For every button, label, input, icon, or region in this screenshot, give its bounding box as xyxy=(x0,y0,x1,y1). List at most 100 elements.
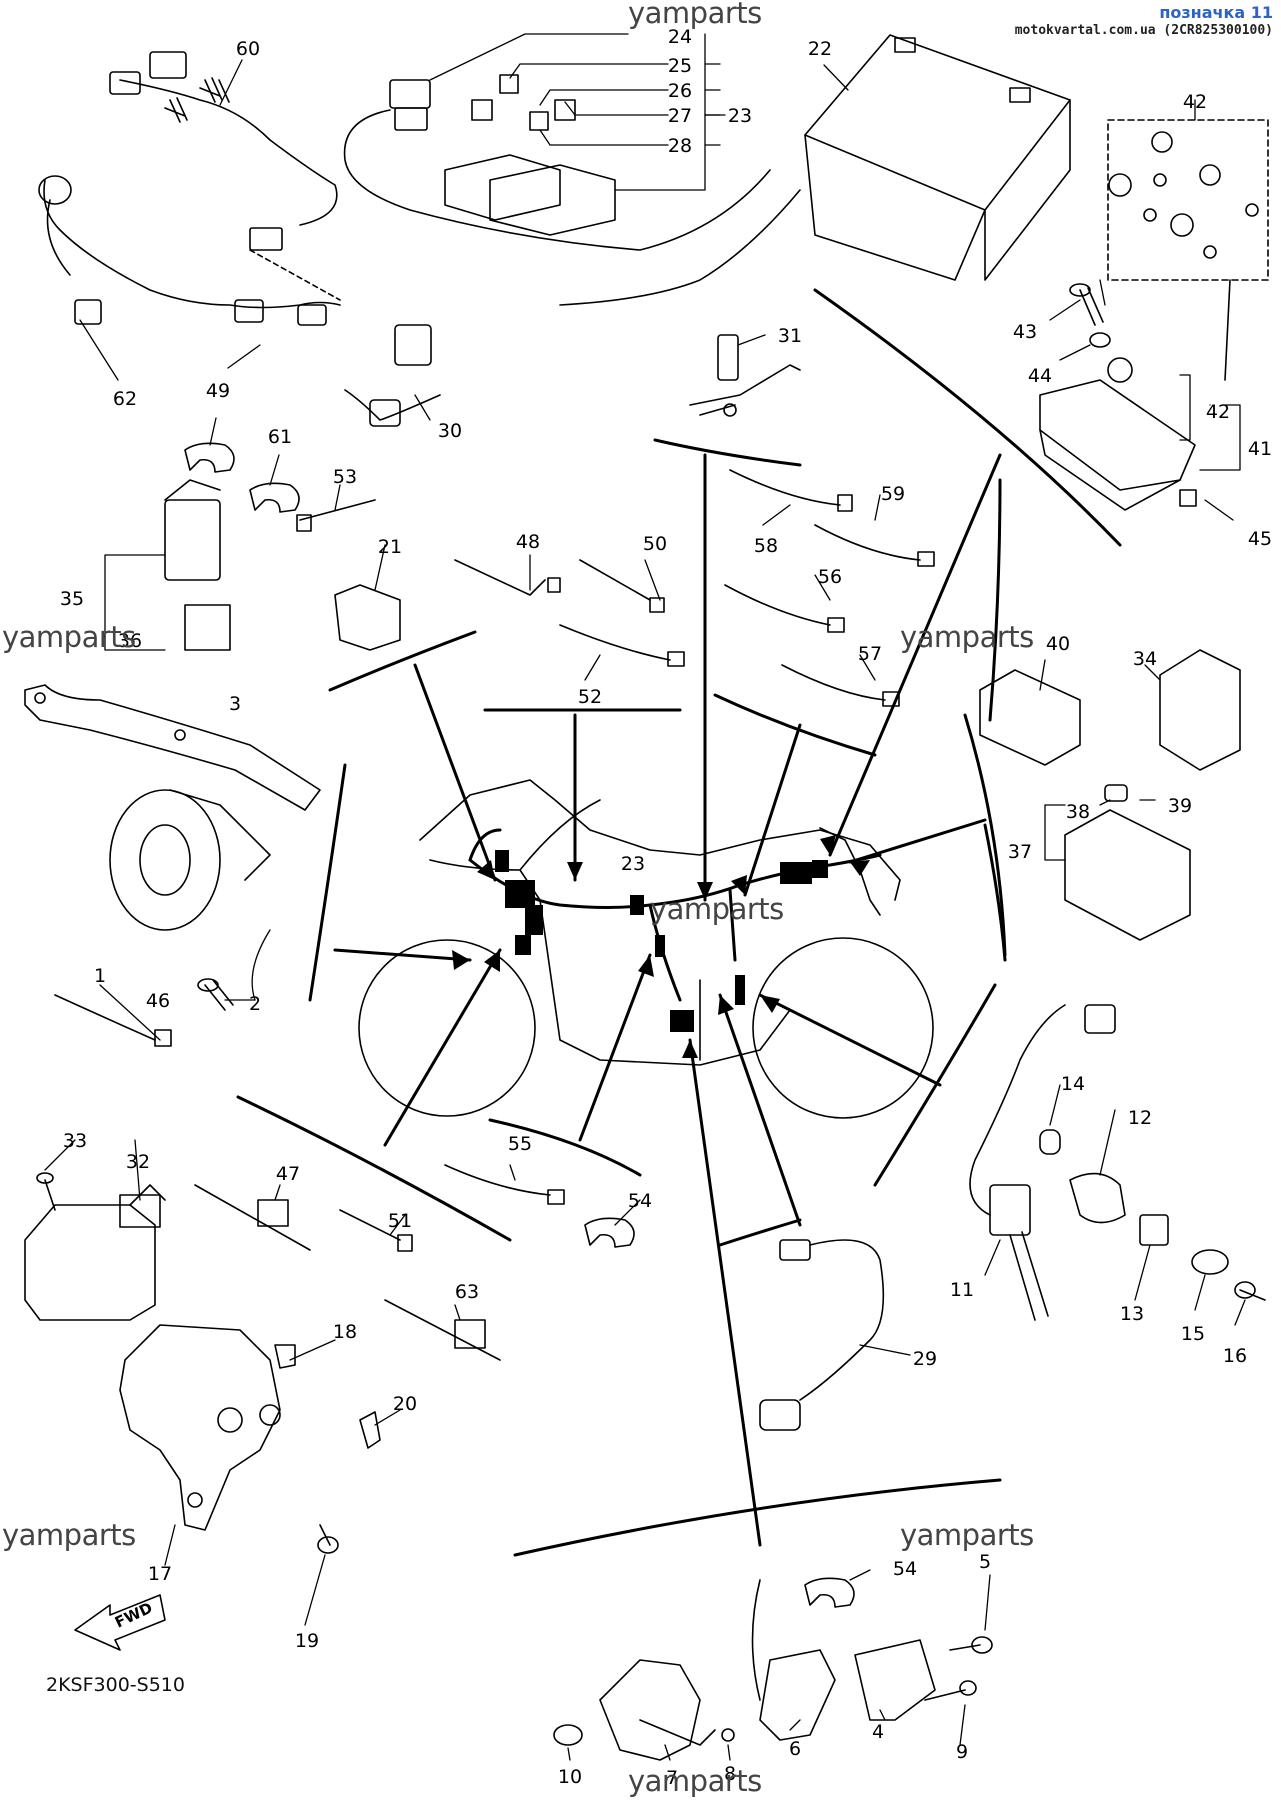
callout-35: 35 xyxy=(60,588,84,610)
bolt-16 xyxy=(1234,1281,1266,1301)
callout-15: 15 xyxy=(1181,1323,1205,1345)
callout-63: 63 xyxy=(455,1281,479,1303)
harness-52 xyxy=(559,624,685,667)
watermark-bottom-right: yamparts xyxy=(900,1518,1034,1552)
sub-harness-62 xyxy=(38,175,341,326)
holder-21 xyxy=(334,584,401,651)
watermark-left: yamparts xyxy=(2,620,136,654)
callout-26: 26 xyxy=(668,80,692,102)
page-label: позначка 11 xyxy=(1159,3,1273,22)
battery-22 xyxy=(804,34,1071,281)
callout-39: 39 xyxy=(1168,795,1192,817)
callout-23-bracket: 23 xyxy=(728,105,752,127)
callout-38: 38 xyxy=(1066,801,1090,823)
clamp-61 xyxy=(249,482,300,513)
cable-tie-63 xyxy=(384,1299,501,1361)
callout-6: 6 xyxy=(789,1738,801,1760)
callout-42-bracket: 42 xyxy=(1206,401,1230,423)
callout-60: 60 xyxy=(236,38,260,60)
relay-34 xyxy=(1159,649,1241,771)
screw-19 xyxy=(317,1524,339,1554)
callout-30: 30 xyxy=(438,420,462,442)
callout-54: 54 xyxy=(628,1190,652,1212)
relay-35 xyxy=(164,479,231,651)
damper-13 xyxy=(1139,1214,1169,1246)
callout-17: 17 xyxy=(148,1563,172,1585)
callout-3: 3 xyxy=(229,693,241,715)
callout-51: 51 xyxy=(388,1210,412,1232)
callout-leaders xyxy=(44,33,1246,1761)
callout-52: 52 xyxy=(578,686,602,708)
watermark-top: yamparts xyxy=(628,0,762,30)
group-brackets xyxy=(236,288,1122,1557)
callout-2: 2 xyxy=(249,993,261,1015)
watermark-right: yamparts xyxy=(900,620,1034,654)
sub-harness-60 xyxy=(109,51,338,251)
callout-42: 42 xyxy=(1183,91,1207,113)
collar-14 xyxy=(1039,1129,1061,1155)
callout-31: 31 xyxy=(778,325,802,347)
callout-10: 10 xyxy=(558,1766,582,1788)
fwd-arrow-icon xyxy=(74,1594,166,1651)
clip-18 xyxy=(274,1344,296,1369)
callout-numbers: 1 2 3 4 5 6 7 8 9 10 11 12 13 14 15 16 1… xyxy=(60,26,1272,1789)
callout-7: 7 xyxy=(666,1767,678,1789)
callout-45: 45 xyxy=(1248,528,1272,550)
ecu-41 xyxy=(1039,357,1197,511)
callout-50: 50 xyxy=(643,533,667,555)
callout-19: 19 xyxy=(295,1630,319,1652)
harness-59 xyxy=(814,524,935,567)
callout-58: 58 xyxy=(754,535,778,557)
bolt-43 xyxy=(1069,283,1111,348)
callout-59: 59 xyxy=(881,483,905,505)
damper-set-42 xyxy=(1107,119,1269,381)
callout-57: 57 xyxy=(858,643,882,665)
harness-connectors xyxy=(495,850,828,1032)
fuse-box-24-28 xyxy=(343,74,801,306)
cable-tie-53 xyxy=(296,499,376,532)
callout-14: 14 xyxy=(1061,1073,1085,1095)
callout-28: 28 xyxy=(668,135,692,157)
callout-23: 23 xyxy=(621,853,645,875)
plate-20 xyxy=(359,1411,381,1449)
callout-33: 33 xyxy=(63,1130,87,1152)
callout-44: 44 xyxy=(1028,365,1052,387)
callout-40: 40 xyxy=(1046,633,1070,655)
callout-48: 48 xyxy=(516,531,540,553)
bracket-3 xyxy=(24,684,321,811)
bottom-assembly xyxy=(553,1577,993,1761)
callout-47: 47 xyxy=(276,1163,300,1185)
callout-36: 36 xyxy=(118,630,142,652)
callout-41: 41 xyxy=(1248,438,1272,460)
callout-18: 18 xyxy=(333,1321,357,1343)
grommet-12 xyxy=(1069,1172,1126,1224)
watermark-bottom: yamparts xyxy=(628,1764,762,1798)
callout-27: 27 xyxy=(668,105,692,127)
callout-13: 13 xyxy=(1120,1303,1144,1325)
cable-tie-48 xyxy=(454,559,561,596)
callout-12: 12 xyxy=(1128,1107,1152,1129)
clamp-49 xyxy=(184,442,235,473)
callout-22: 22 xyxy=(808,38,832,60)
relay-40 xyxy=(979,669,1081,766)
bolt-2 xyxy=(197,978,234,1011)
callout-55: 55 xyxy=(508,1133,532,1155)
harness-58 xyxy=(729,469,853,512)
callout-37: 37 xyxy=(1008,841,1032,863)
callout-61: 61 xyxy=(268,426,292,448)
callout-1: 1 xyxy=(94,965,106,987)
washer-15 xyxy=(1191,1249,1229,1275)
starter-relay-37 xyxy=(1064,784,1191,941)
watermark-bottom-left: yamparts xyxy=(2,1518,136,1552)
cable-tie-47 xyxy=(194,1184,311,1251)
callout-32: 32 xyxy=(126,1151,150,1173)
harness-55 xyxy=(444,1164,565,1205)
callout-16: 16 xyxy=(1223,1345,1247,1367)
callout-54-dup: 54 xyxy=(893,1558,917,1580)
callout-62: 62 xyxy=(113,388,137,410)
cable-tie-50 xyxy=(579,559,665,613)
callout-49: 49 xyxy=(206,380,230,402)
callout-53: 53 xyxy=(333,466,357,488)
harness-57 xyxy=(781,664,900,707)
